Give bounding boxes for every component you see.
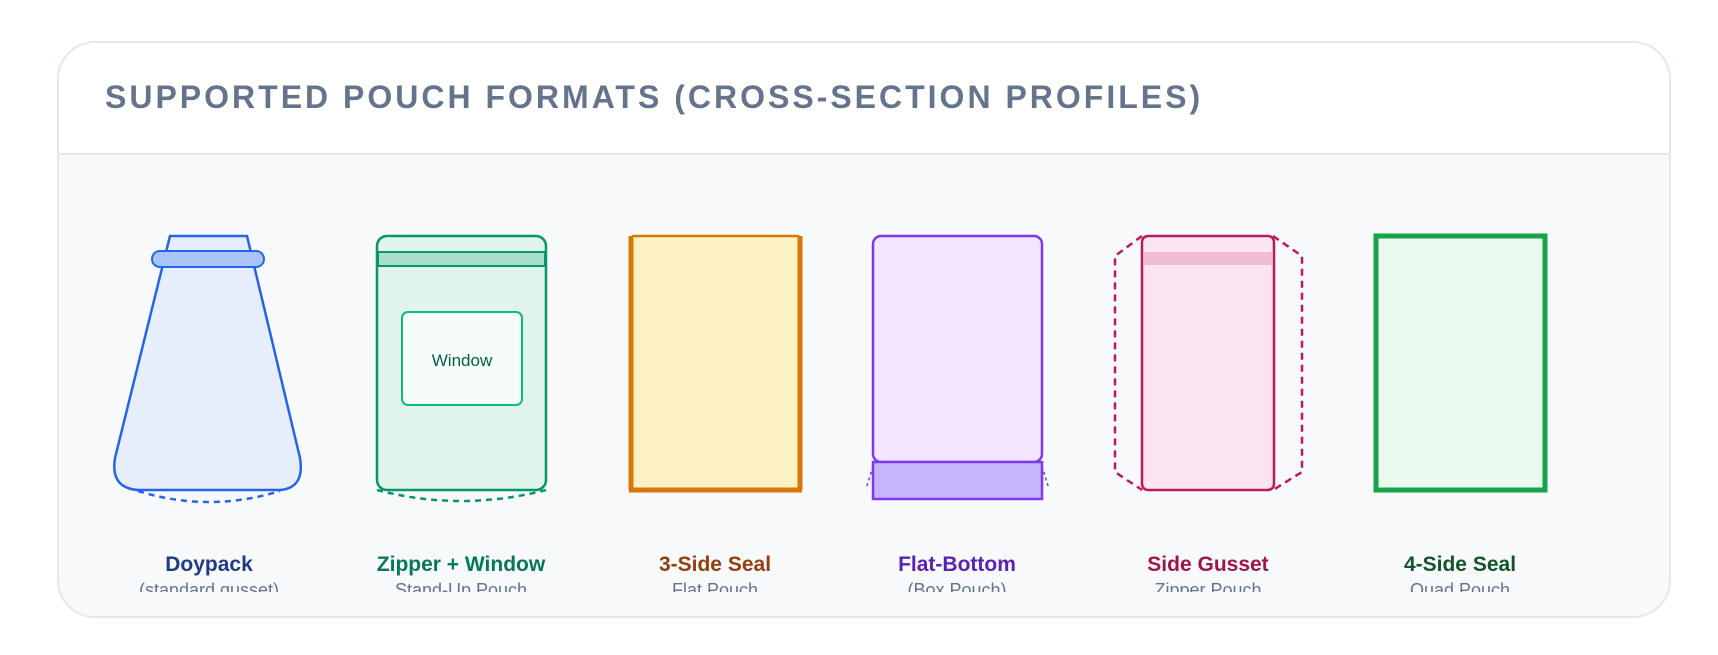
flat-bottom-label: Flat-Bottom <box>898 553 1016 576</box>
side-gusset-body <box>1140 234 1276 492</box>
side-gusset-subtitle: Zipper Pouch <box>1154 580 1262 592</box>
four-side-seal-subtitle: Quad Pouch <box>1409 580 1511 592</box>
window-panel <box>401 311 523 406</box>
doypack-subtitle: (standard gusset) <box>138 580 280 592</box>
zipper-strip <box>377 251 546 267</box>
doypack-gusset <box>137 489 281 504</box>
side-gusset-pouch <box>1113 234 1304 492</box>
side-gusset-label: Side Gusset <box>1147 553 1269 576</box>
four-side-seal-body <box>1373 233 1548 493</box>
flat-bottom-right-fold <box>1041 465 1050 490</box>
four-side-seal-pouch <box>1373 233 1548 493</box>
zipper-window-label: Zipper + Window <box>376 553 546 576</box>
side-gusset-outline <box>1113 234 1304 492</box>
doypack-zipper <box>151 250 265 268</box>
zipper-window-pouch: Window <box>375 234 548 503</box>
flat-bottom-left-fold <box>865 465 874 490</box>
window-label: Window <box>432 351 493 370</box>
card-header: SUPPORTED POUCH FORMATS (CROSS-SECTION P… <box>59 43 1669 155</box>
three-side-seal-pouch <box>628 234 803 493</box>
format-labels: Doypack (standard gusset) Zipper + Windo… <box>59 43 1669 592</box>
flat-bottom-subtitle: (Box Pouch) <box>907 580 1007 592</box>
flat-bottom-base <box>871 460 1044 501</box>
four-side-seal-label: 4-Side Seal <box>1403 553 1517 576</box>
side-gusset-zipper <box>1144 252 1272 265</box>
section-title: SUPPORTED POUCH FORMATS (CROSS-SECTION P… <box>105 79 1204 115</box>
zipper-window-subtitle: Stand-Up Pouch <box>394 580 528 592</box>
doypack-body <box>113 234 303 492</box>
three-side-seal-label: 3-Side Seal <box>658 553 772 576</box>
doypack-label: Doypack <box>165 553 253 576</box>
three-side-seal-subtitle: Flat Pouch <box>671 580 759 592</box>
doypack-pouch <box>113 234 303 504</box>
flat-bottom-pouch <box>865 234 1050 501</box>
